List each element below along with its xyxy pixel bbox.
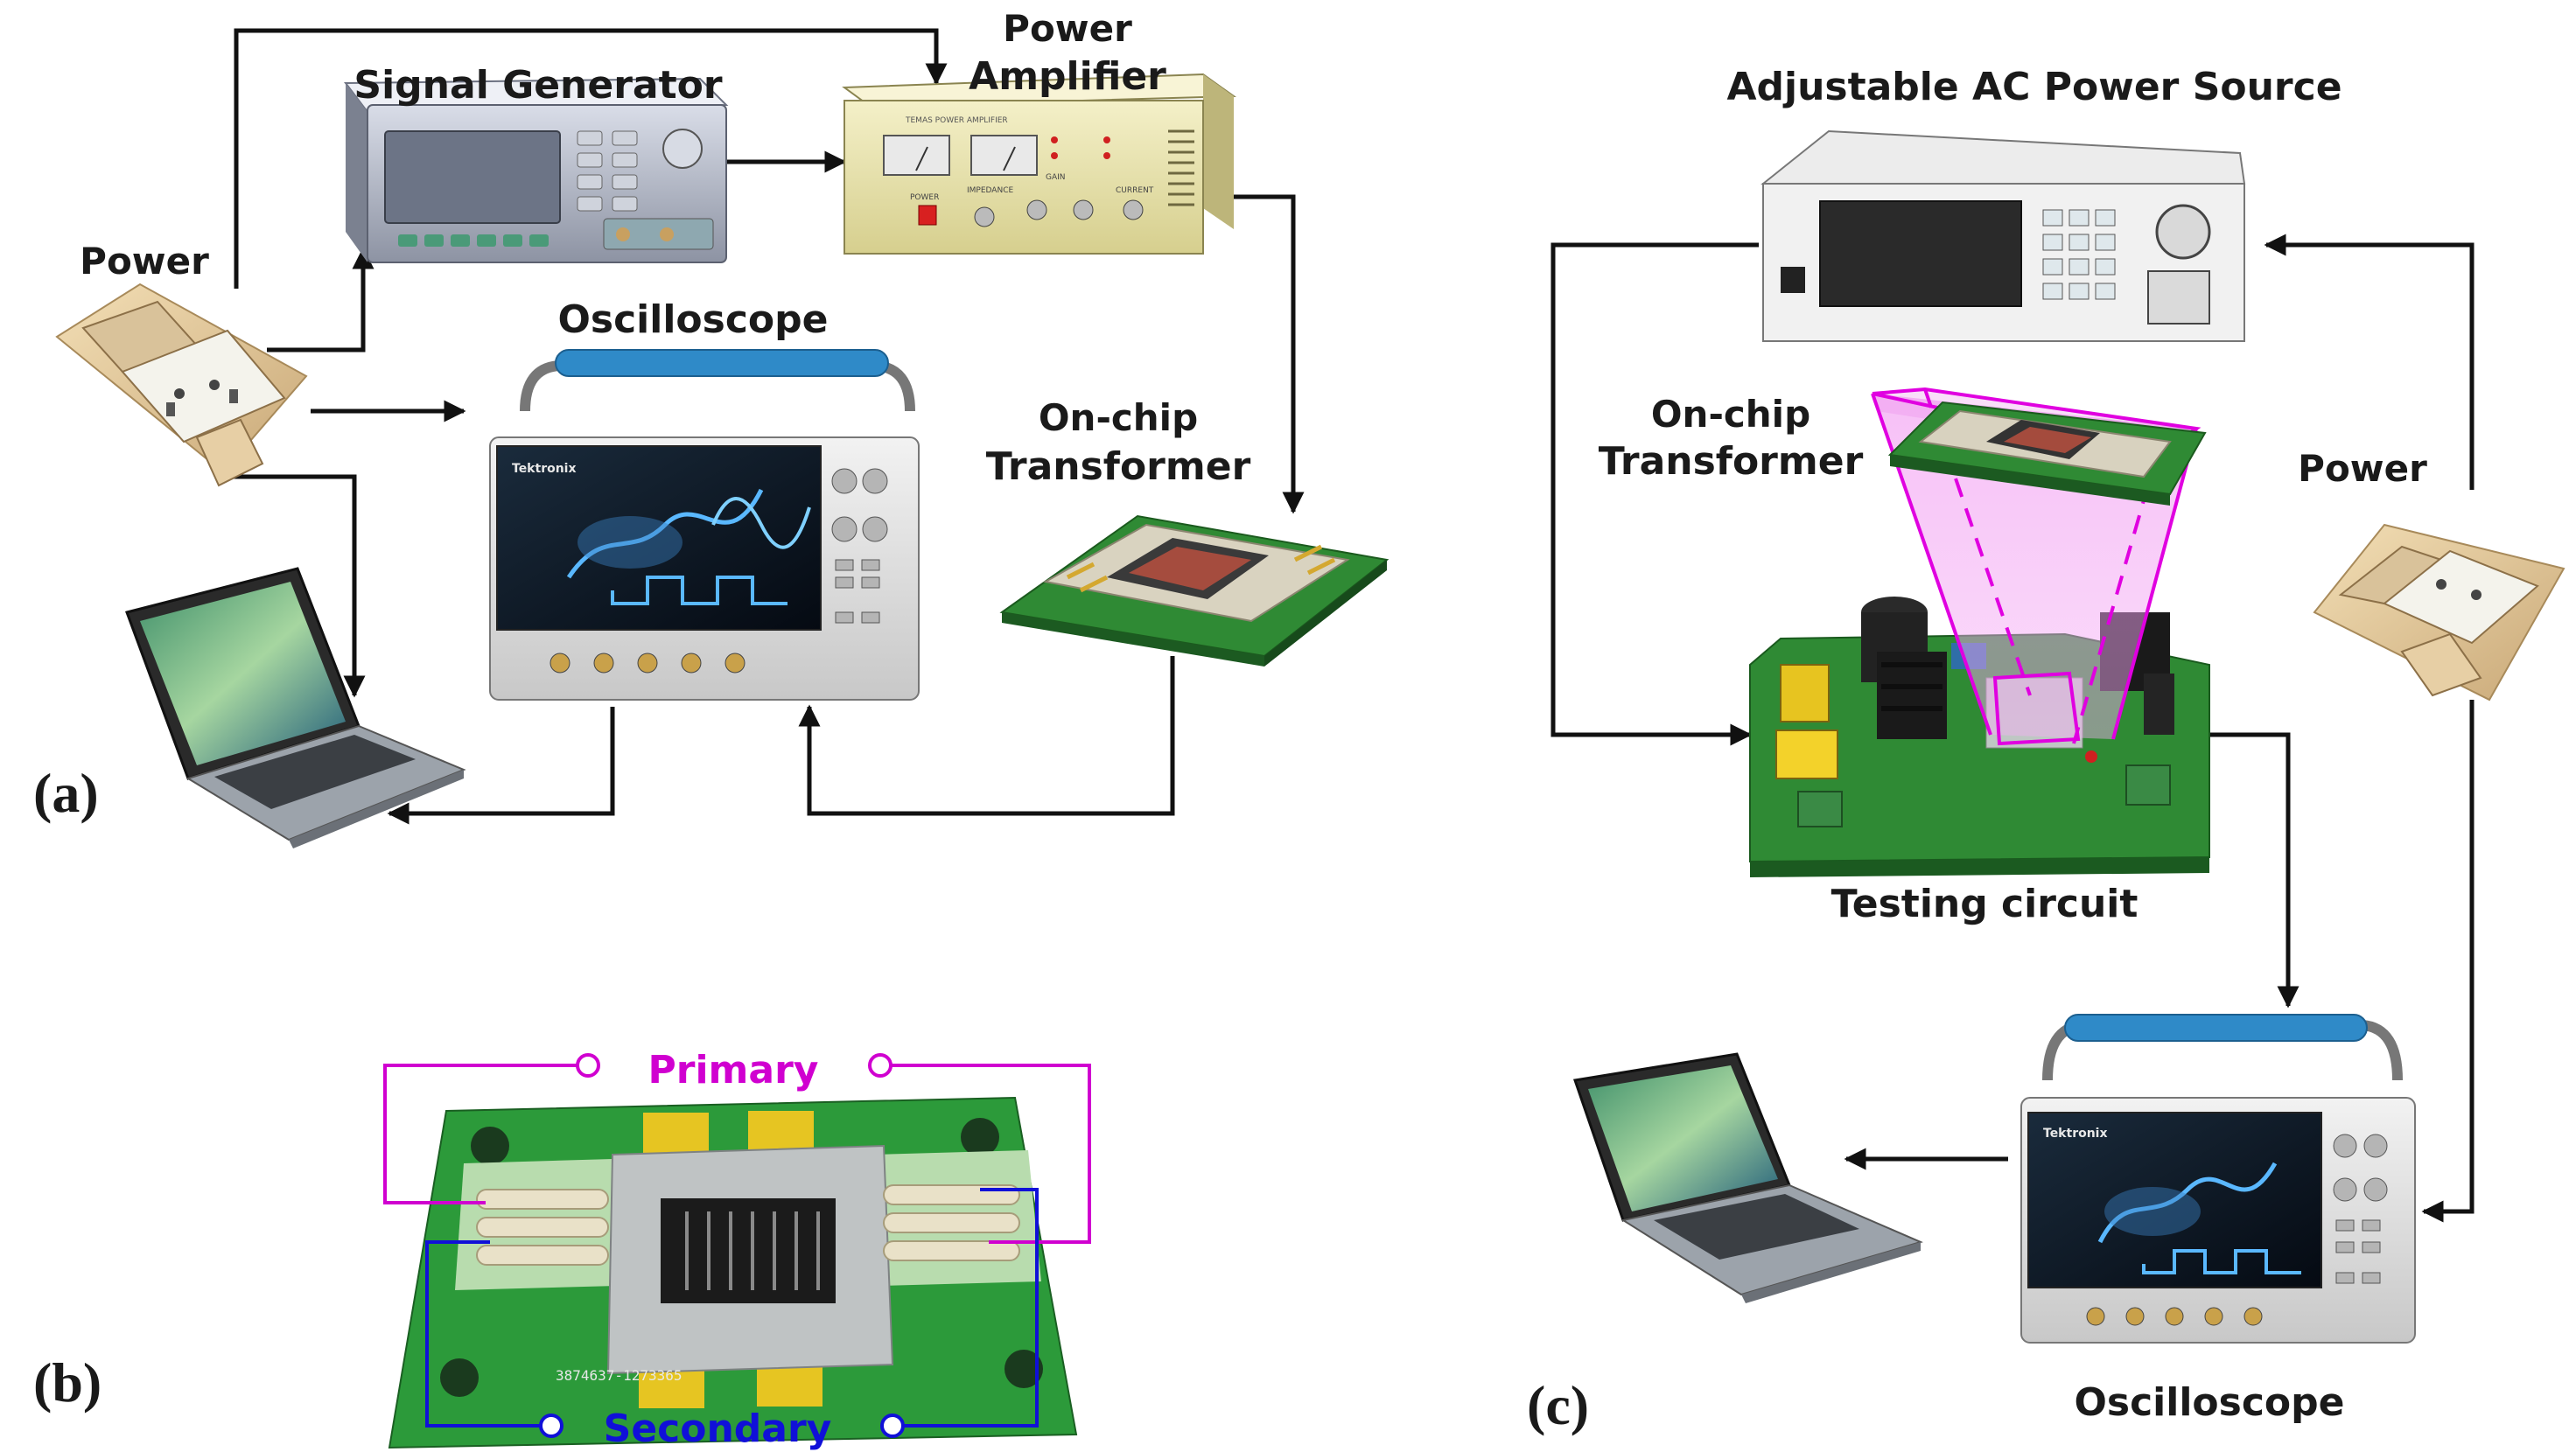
amp-impedance-text: IMPEDANCE xyxy=(967,186,1013,195)
wire-power-to-source xyxy=(2264,234,2474,490)
laptop-device-c xyxy=(1573,1052,1923,1303)
oscilloscope-label-a: Oscilloscope xyxy=(558,297,829,342)
testing-circuit-label: Testing circuit xyxy=(1831,882,2138,926)
onchip-transformer-a xyxy=(999,514,1390,667)
wire-source-to-testing-circuit xyxy=(1550,242,1759,746)
amp-gain-text: GAIN xyxy=(1046,173,1066,182)
onchip-transformer-c xyxy=(1887,401,2207,506)
onchip-label-a-line2: Transformer xyxy=(986,444,1251,489)
secondary-label: Secondary xyxy=(604,1407,832,1451)
onchip-label-c-line1: On-chip xyxy=(1651,393,1810,436)
signal-generator-label: Signal Generator xyxy=(354,63,722,108)
oscilloscope-device-a: Tektronix xyxy=(489,349,920,701)
primary-label: Primary xyxy=(648,1048,819,1092)
amp-current-text: CURRENT xyxy=(1116,186,1154,195)
panel-label-b: (b) xyxy=(33,1351,102,1414)
wire-power-to-signal-generator xyxy=(267,247,374,353)
ac-source-label: Adjustable AC Power Source xyxy=(1726,65,2342,109)
wire-power-to-amplifier xyxy=(234,28,948,289)
power-socket-a xyxy=(55,283,308,487)
wire-power-to-laptop xyxy=(223,474,366,698)
secondary-leads xyxy=(425,1188,1039,1438)
wire-power-to-oscilloscope-c xyxy=(2421,700,2474,1223)
wire-oscilloscope-to-laptop xyxy=(387,707,615,825)
oscilloscope-device-c: Tektronix xyxy=(2020,1014,2416,1344)
power-amplifier-device: TEMAS POWER AMPLIFIER POWER IMPEDANCE GA… xyxy=(842,73,1236,255)
wires-panel-c xyxy=(1550,234,2474,1223)
scope-brand-a: Tektronix xyxy=(512,462,577,476)
laptop-device-a xyxy=(125,567,466,848)
oscilloscope-label-c: Oscilloscope xyxy=(2075,1380,2345,1425)
power-amplifier-label-line1: Power xyxy=(1003,7,1132,50)
amp-title-text: TEMAS POWER AMPLIFIER xyxy=(905,116,1008,125)
board-serial-text: 3874637-1273365 xyxy=(556,1367,682,1384)
power-label-c: Power xyxy=(2298,447,2427,490)
ac-power-source-device xyxy=(1760,129,2246,342)
onchip-label-a-line1: On-chip xyxy=(1039,396,1198,439)
wire-amplifier-to-transformer xyxy=(1234,194,1305,514)
amp-power-text: POWER xyxy=(910,193,939,202)
panel-label-c: (c) xyxy=(1527,1374,1589,1436)
primary-leads xyxy=(383,1053,1091,1244)
wire-transformer-to-oscilloscope xyxy=(798,656,1175,816)
onchip-label-c-line2: Transformer xyxy=(1599,439,1864,484)
wires-panel-a xyxy=(223,28,1305,825)
panel-label-a: (a) xyxy=(33,762,99,824)
power-label-a: Power xyxy=(80,240,209,283)
signal-generator-device xyxy=(344,77,729,263)
wire-circuit-to-oscilloscope xyxy=(2209,732,2300,1009)
scope-brand-c: Tektronix xyxy=(2043,1127,2108,1141)
transformer-photo-b: 3874637-1273365 xyxy=(388,1096,1078,1449)
power-amplifier-label-line2: Amplifier xyxy=(969,54,1166,99)
power-socket-c xyxy=(2313,523,2566,702)
